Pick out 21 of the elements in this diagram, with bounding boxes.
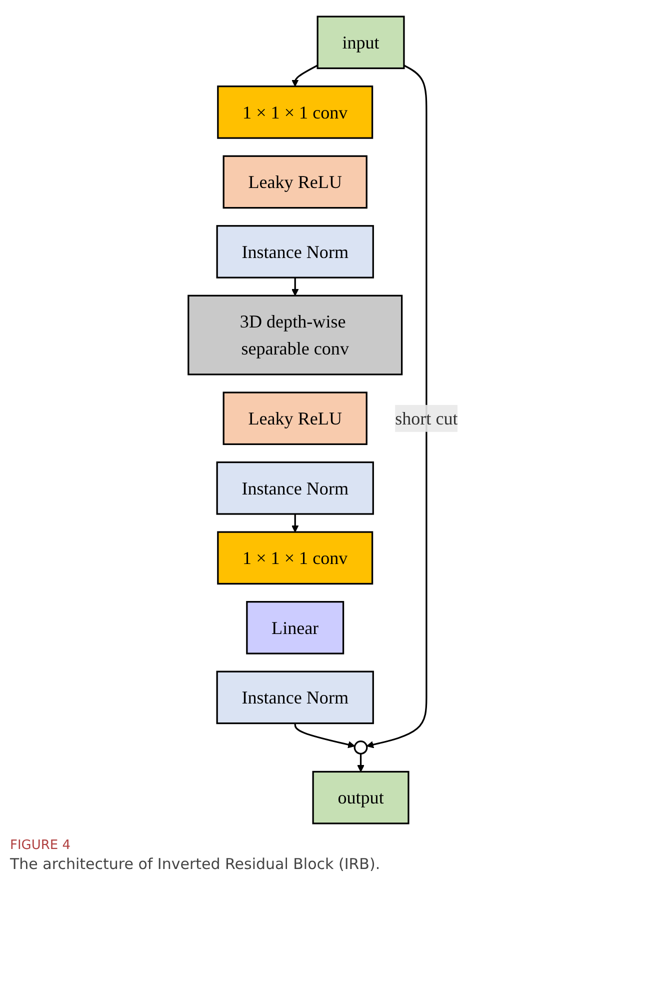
node-box: 3D depth-wise separable conv [187,294,403,376]
edge-label: short cut [394,408,458,429]
figure-title: FIGURE 4 [10,838,72,853]
arrow [366,64,428,748]
node-box: Leaky ReLU [222,155,368,209]
arrow [294,723,355,748]
node-box: Instance Norm [216,670,374,724]
node-circle [354,740,368,754]
arrow [291,64,318,87]
arrow [291,514,299,532]
node-box: output [312,770,410,824]
figure-caption: The architecture of Inverted Residual Block (IRB). [10,855,382,873]
node-box: Leaky ReLU [222,392,368,446]
arrow [357,754,364,772]
node-box: Instance Norm [216,461,374,515]
node-box: input [316,16,405,70]
node-box: Instance Norm [216,225,374,278]
node-box: 1 × 1 × 1 conv [217,86,374,139]
node-box: 1 × 1 × 1 conv [217,531,374,585]
arrow [291,278,299,296]
node-box: Linear [246,600,344,654]
